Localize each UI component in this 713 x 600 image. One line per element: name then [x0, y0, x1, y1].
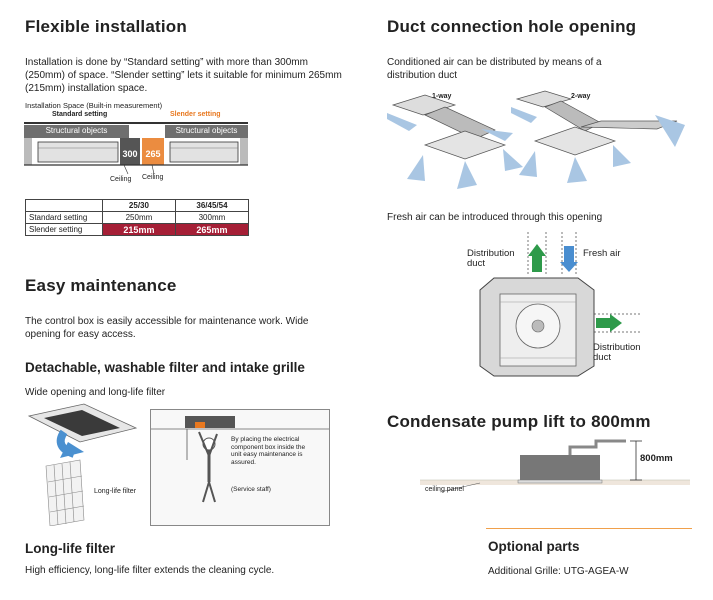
service-staff-label: (Service staff) [231, 486, 271, 493]
duct-connection-title: Duct connection hole opening [387, 17, 637, 36]
optional-parts-item: Additional Grille: UTG-AGEA-W [488, 566, 629, 577]
table-cell: Standard setting [25, 211, 103, 224]
distribution-duct-label-side: Distribution duct [593, 342, 641, 363]
standard-setting-label: Standard setting [52, 111, 108, 118]
pump-lift-dimension: 800mm [640, 453, 673, 464]
standard-dimension: 300 [122, 149, 138, 159]
condensate-pump-diagram [420, 439, 690, 493]
fresh-air-illustration [479, 232, 640, 377]
structural-objects-right: Structural objects [165, 125, 248, 138]
table-cell: Slender setting [25, 223, 103, 236]
unit-drawing [24, 138, 248, 175]
service-callout-box: By placing the electrical component box … [150, 409, 330, 526]
table-cell: 215mm [102, 223, 176, 236]
fresh-air-text: Fresh air can be introduced through this… [387, 212, 603, 223]
condensate-pump-title: Condensate pump lift to 800mm [387, 412, 651, 431]
easy-maintenance-text: The control box is easily accessible for… [25, 316, 309, 340]
table-header: 36/45/54 [174, 199, 250, 212]
detachable-filter-title: Detachable, washable filter and intake g… [25, 360, 305, 375]
table-header [25, 199, 103, 212]
long-life-filter-text: High efficiency, long-life filter extend… [25, 565, 275, 576]
ceiling-panel-label: ceiling panel [425, 486, 464, 493]
one-way-label: 1-way [432, 93, 452, 100]
service-staff-illustration [151, 416, 329, 503]
structural-objects-left: Structural objects [24, 125, 129, 138]
table-cell: 250mm [102, 211, 176, 224]
table-header: 25/30 [102, 199, 176, 212]
distribution-duct-label-top: Distribution duct [467, 248, 515, 269]
duct-way-illustration [387, 90, 685, 189]
table-row: Standard setting 250mm 300mm [25, 211, 250, 224]
table-row: Slender setting 215mm 265mm [25, 223, 250, 236]
optional-parts-divider [486, 528, 692, 529]
installation-space-label: Installation Space (Built-in measurement… [25, 101, 163, 110]
flexible-installation-title: Flexible installation [25, 17, 187, 36]
duct-connection-text: Conditioned air can be distributed by me… [387, 57, 602, 81]
table-cell: 300mm [174, 211, 250, 224]
table-cell: 265mm [174, 223, 250, 236]
easy-maintenance-title: Easy maintenance [25, 276, 177, 295]
fresh-air-label: Fresh air [583, 248, 621, 259]
two-way-label: 2-way [571, 93, 591, 100]
table-header-row: 25/30 36/45/54 [25, 199, 250, 212]
long-life-filter-title: Long-life filter [25, 541, 115, 556]
long-life-filter-label: Long-life filter [94, 488, 137, 495]
installation-table: 25/30 36/45/54 Standard setting 250mm 30… [25, 199, 250, 236]
installation-space-diagram: Standard setting Slender setting Structu… [24, 111, 248, 187]
ceiling-label-1: Ceiling [110, 176, 132, 183]
slender-setting-label: Slender setting [170, 111, 221, 118]
detachable-filter-text: Wide opening and long-life filter [25, 387, 166, 398]
optional-parts-title: Optional parts [488, 539, 580, 554]
filter-grille-illustration [27, 403, 138, 526]
flexible-installation-text: Installation is done by “Standard settin… [25, 57, 342, 94]
service-callout-text: By placing the electrical component box … [231, 436, 306, 466]
ceiling-label-2: Ceiling [142, 174, 164, 181]
slender-dimension: 265 [145, 149, 161, 159]
